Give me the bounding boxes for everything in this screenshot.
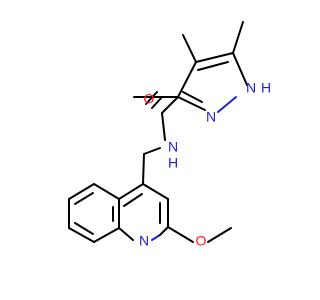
bond-carbonyl-o-double xyxy=(145,91,158,105)
bond-b-c4a-c5 xyxy=(93,183,120,200)
bond-c3-c4 xyxy=(177,61,197,98)
atom-n2-label: N xyxy=(206,109,216,125)
bond-c5-n1 xyxy=(232,52,248,86)
bond-q-c4a-c4 xyxy=(118,183,144,200)
atom-n1-label: N xyxy=(246,80,256,96)
atom-h1-label: H xyxy=(261,80,271,96)
atom-n-quinoline-label: N xyxy=(139,233,149,249)
bond-q-n-c8a xyxy=(118,227,134,241)
bond-q-c2-n xyxy=(151,234,161,241)
bond-c3-amide-c xyxy=(161,96,179,114)
bond-b-c7-c8-double xyxy=(74,222,94,235)
atom-h-amide-label: H xyxy=(168,155,178,171)
atom-n-amide-label: N xyxy=(168,139,178,155)
molecule-structure: N H N O N H N O xyxy=(68,21,271,249)
bond-carbonyl-o xyxy=(151,96,163,109)
bond-b-c7-c8 xyxy=(68,227,95,243)
bond-b-c5-c6-double xyxy=(74,192,94,205)
bond-o-methyl xyxy=(207,227,232,243)
bond-q-c2-n-partial xyxy=(159,226,169,236)
bond-n2-c3 xyxy=(177,96,206,111)
bond-c4-methyl xyxy=(182,34,197,63)
molecule-canvas: N H N O N H N O xyxy=(68,21,271,249)
bond-amide-c-n xyxy=(161,112,166,141)
bond-c5-methyl xyxy=(232,21,244,54)
bond-n1-n2 xyxy=(217,96,237,113)
bond-q-c4-c3 xyxy=(142,183,169,200)
atom-o-methoxy-label: O xyxy=(196,233,207,249)
bond-c4-c5 xyxy=(195,52,234,63)
bond-b-c5-c6 xyxy=(68,183,95,200)
bond-c4-c5-double xyxy=(197,61,229,71)
bond-ch2-c4q xyxy=(142,153,145,185)
bond-n-ch2 xyxy=(143,147,161,155)
atom-o-carbonyl-label: O xyxy=(144,91,155,107)
bond-b-c8-c8a xyxy=(93,227,120,243)
bond-q-c4a-c4-double xyxy=(123,193,143,207)
bond-c2-o-methoxy xyxy=(167,226,194,243)
bond-n2-c3-double xyxy=(182,91,203,103)
